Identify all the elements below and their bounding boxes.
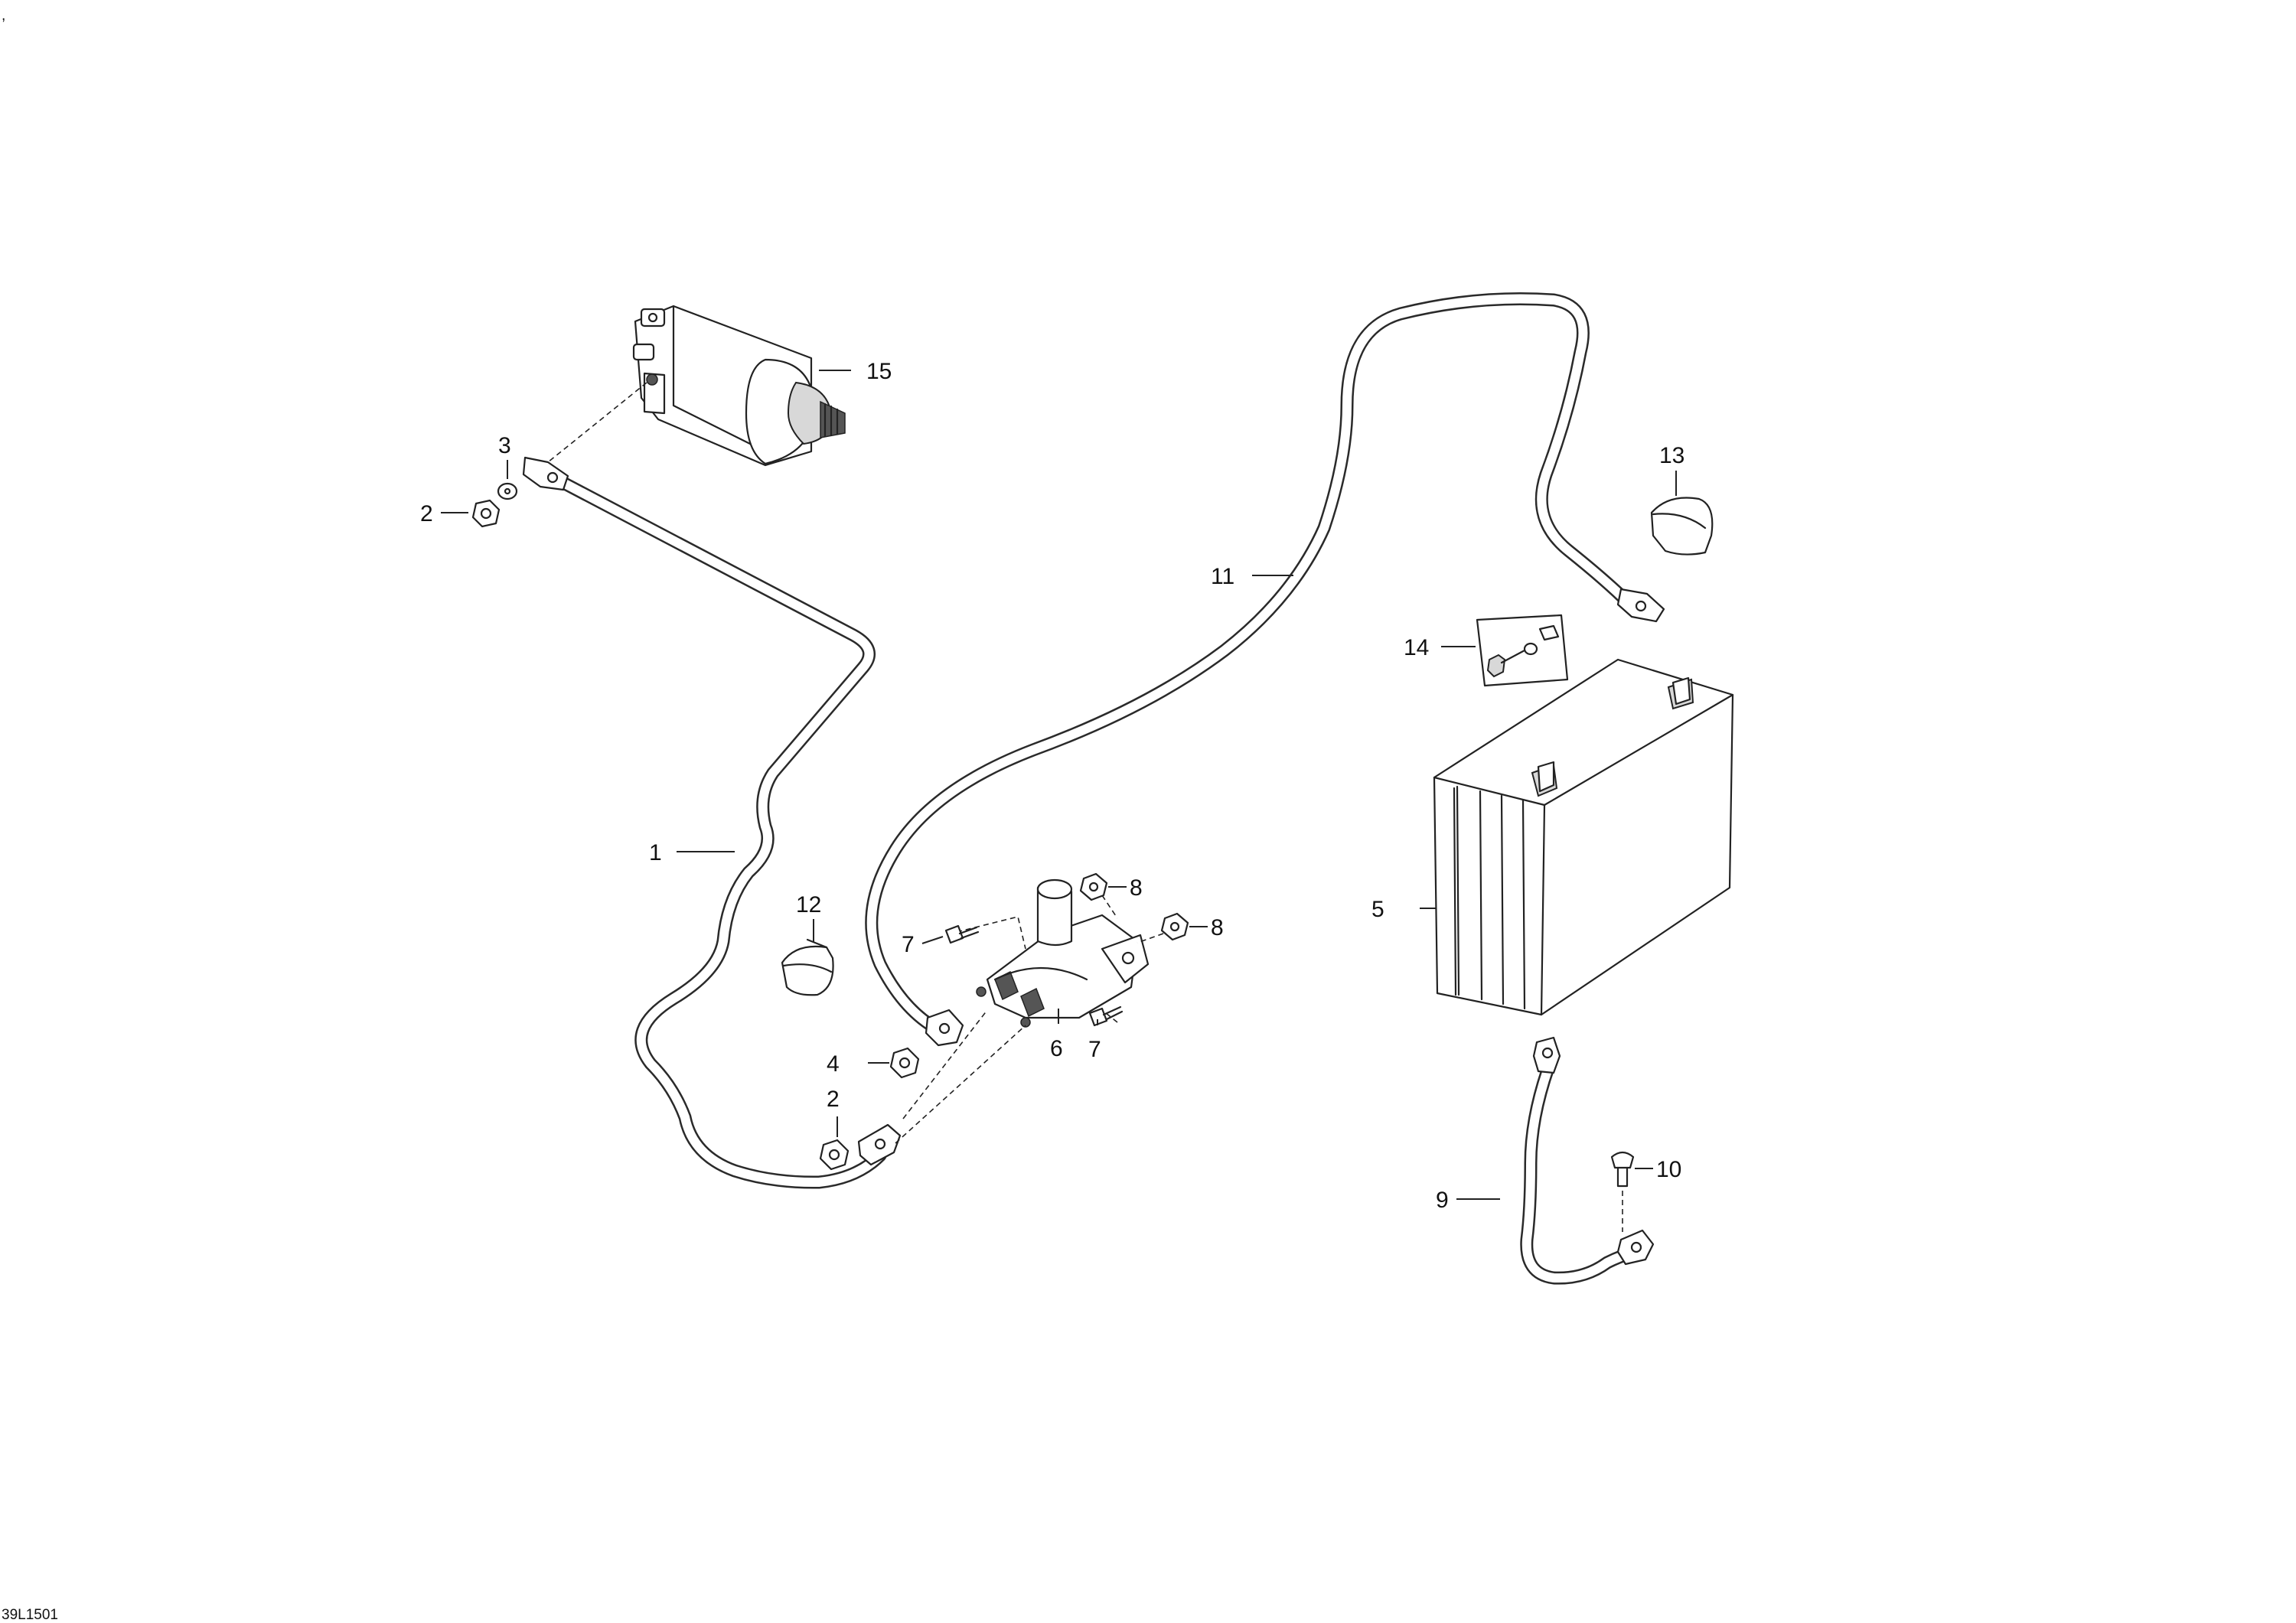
bolt-10[interactable] — [1610, 1151, 1635, 1188]
nut-8-right[interactable] — [1160, 912, 1189, 941]
washer-3[interactable] — [497, 482, 518, 500]
callout-10: 10 — [1656, 1157, 1681, 1182]
callout-6: 6 — [1050, 1036, 1063, 1061]
nut-2-top[interactable] — [471, 499, 501, 528]
nut-2-bottom[interactable] — [819, 1139, 850, 1171]
ground-cable-9[interactable] — [1520, 1036, 1655, 1285]
battery-cable-11[interactable] — [865, 292, 1665, 1047]
terminal-cap-12[interactable] — [781, 938, 834, 996]
starter-solenoid-6[interactable] — [976, 878, 1150, 1028]
battery-5[interactable] — [1433, 658, 1734, 1016]
callout-5: 5 — [1371, 897, 1384, 922]
nut-4[interactable] — [889, 1047, 920, 1079]
assembly-lines-solenoid — [895, 895, 1164, 1144]
callout-7-left: 7 — [902, 932, 915, 957]
callout-12: 12 — [796, 892, 821, 917]
callout-3: 3 — [498, 433, 511, 458]
battery-hardware-kit-14[interactable] — [1476, 614, 1569, 687]
leader-lines — [441, 370, 1677, 1200]
callout-15: 15 — [866, 359, 892, 384]
callout-11: 11 — [1211, 564, 1234, 589]
callout-4: 4 — [827, 1051, 840, 1077]
callout-8-right: 8 — [1211, 915, 1224, 940]
callout-14: 14 — [1404, 635, 1429, 660]
callout-2-bottom: 2 — [827, 1087, 840, 1112]
bolt-7-right[interactable] — [1088, 1005, 1124, 1027]
callout-9: 9 — [1436, 1188, 1449, 1213]
callout-7-right: 7 — [1088, 1037, 1101, 1062]
callout-13: 13 — [1659, 443, 1684, 468]
stray-mark: , — [2, 8, 5, 24]
starter-cable-1[interactable] — [522, 456, 902, 1189]
callout-1: 1 — [649, 840, 662, 865]
assembly-line-starter — [547, 382, 647, 463]
nut-8-top[interactable] — [1079, 872, 1108, 901]
starter-motor-15[interactable] — [632, 305, 846, 467]
terminal-cap-13[interactable] — [1650, 497, 1714, 556]
drawing-id: 39L1501 — [2, 1607, 58, 1623]
callout-8-top: 8 — [1130, 875, 1143, 901]
callout-2-top: 2 — [420, 501, 433, 526]
bolt-7-left[interactable] — [944, 924, 980, 944]
